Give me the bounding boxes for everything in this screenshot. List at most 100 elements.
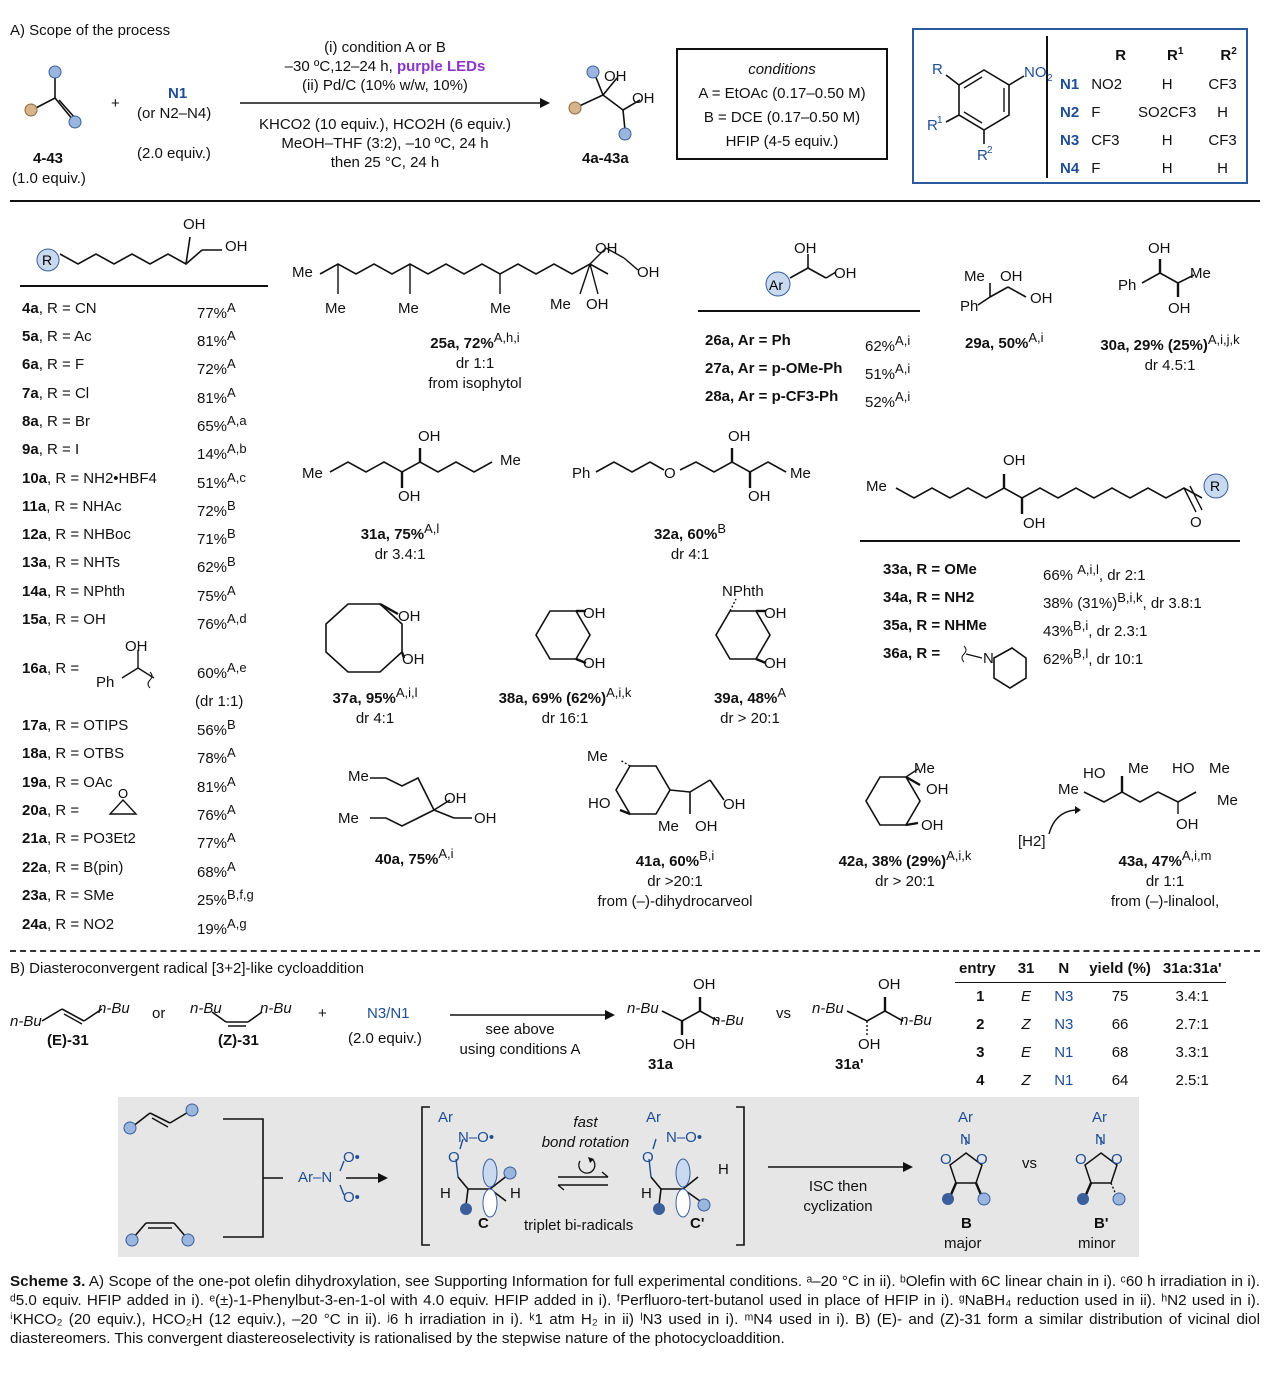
entry-cell: Z	[1021, 1015, 1031, 1033]
e31-nbu-1: n-Bu	[10, 1013, 42, 1030]
entry-cell: 1	[976, 987, 985, 1005]
compound-30a-structure	[1141, 259, 1195, 297]
series-separator: ,	[47, 916, 56, 933]
reagent-n3-n1: N3/N1	[367, 1005, 410, 1022]
mech-c-label: C	[478, 1215, 489, 1232]
entry-cell: E	[1021, 1043, 1032, 1061]
condition-hfip: HFIP (4-5 equiv.)	[725, 133, 839, 150]
series-entry-label: R = OTBS	[55, 745, 125, 762]
series-entry-id: 23a	[22, 887, 48, 904]
series-entry-label: R = Br	[47, 413, 90, 430]
compound-33a-dr: , dr 2:1	[1098, 567, 1146, 584]
series-entry-yield: 81%A	[197, 328, 236, 350]
aryl-diol-structure: Ar	[765, 254, 837, 297]
entry-cell: N3	[1054, 987, 1074, 1005]
mech-cp-ar: Ar	[646, 1109, 661, 1126]
series-entry-label: R = Cl	[47, 385, 90, 402]
series-yield-sup: A	[227, 802, 236, 817]
nitro-row: N3 CF3 H CF3	[1054, 126, 1243, 154]
mech-c-ar: Ar	[438, 1109, 453, 1126]
entry-row: 1 E N3 75 3.4:1	[955, 982, 1226, 1010]
nitro-cell: H	[1161, 75, 1173, 93]
series-entry-id: 18a	[22, 745, 48, 762]
isc-line-2: cyclization	[803, 1198, 873, 1215]
series-yield-value: 81%	[197, 779, 228, 796]
compound-26a-yield: 62%	[865, 338, 896, 355]
series-separator: ,	[47, 717, 56, 734]
series-entry-yield: 71%B	[197, 526, 236, 548]
condition-line-2: –30 ºC,12–24 h, purple LEDs	[284, 58, 486, 75]
series-yield-value: 78%	[197, 750, 228, 767]
compound-38a-oh-2: OH	[583, 655, 606, 672]
condition-b: B = DCE (0.17–0.50 M)	[703, 109, 861, 126]
triplet-biradicals	[421, 1106, 745, 1246]
p31ap-nbu-1: n-Bu	[812, 1000, 844, 1017]
p31a-oh-2: OH	[673, 1036, 696, 1053]
mech-o-2: O•	[343, 1189, 360, 1206]
b-ar: Ar	[958, 1109, 973, 1126]
piperidine-n: N	[983, 650, 994, 667]
series-entry-id: 7a	[22, 385, 39, 402]
nitro-cell: F	[1091, 159, 1101, 177]
series-yield-sup: A	[227, 300, 236, 315]
series-separator: ,	[38, 441, 48, 458]
series-separator: ,	[47, 774, 56, 791]
product-31ap-structure	[846, 997, 904, 1035]
condition-line-4: KHCO2 (10 equiv.), HCO2H (6 equiv.)	[258, 116, 512, 133]
compound-40a-oh-2: OH	[474, 810, 497, 827]
nitro-cell: N3	[1060, 131, 1080, 149]
compound-33a-label: 33a, R = OMe	[883, 561, 977, 578]
conditions-box: conditions A = EtOAc (0.17–0.50 M) B = D…	[676, 48, 888, 160]
compound-32a-label: 32a, 60%	[653, 526, 718, 543]
nitro-header: R1	[1167, 46, 1184, 64]
series-yield-sup: B,f,g	[227, 887, 254, 902]
nitro-header: R2	[1220, 46, 1237, 64]
b-vs: vs	[1022, 1155, 1037, 1172]
mech-c-h-1: H	[440, 1185, 451, 1202]
compound-38a-structure	[535, 609, 591, 665]
compound-33-oh-2: OH	[1023, 515, 1046, 532]
series-entry-yield: 68%A	[197, 859, 236, 881]
series-yield-value: 25%	[197, 892, 228, 909]
bond-rotation-text: bond rotation	[541, 1134, 630, 1151]
chain-oh-2: OH	[225, 238, 248, 255]
mech-cp-h-1: H	[641, 1185, 652, 1202]
compound-32a-structure	[595, 448, 787, 488]
compound-38a-oh-1: OH	[583, 605, 606, 622]
series-entry-yield: 56%B	[197, 717, 236, 739]
compound-30a-dr: dr 4.5:1	[1144, 357, 1196, 374]
series-entry-label: R = Ac	[47, 328, 92, 345]
compound-31a-oh-1: OH	[418, 428, 441, 445]
c33-divider	[860, 540, 1240, 542]
series-yield-sup: A	[227, 356, 236, 371]
series-entry-label: R = NHTs	[55, 554, 120, 571]
compound-36a-label: 36a, R =	[883, 645, 941, 662]
entry-cell: 3	[976, 1043, 985, 1061]
series-entry-yield: 60%A,e	[197, 660, 247, 682]
p31a-nbu-1: n-Bu	[627, 1000, 659, 1017]
mechanism-olefins	[123, 1103, 388, 1247]
compound-42a-oh-2: OH	[921, 817, 944, 834]
linear-series-row: 20a, R =76%A	[22, 802, 236, 824]
bp-label: B'	[1094, 1215, 1109, 1232]
series-entry-label: R =	[55, 660, 80, 677]
caption-label: Scheme 3.	[10, 1273, 86, 1290]
compound-33-me: Me	[866, 478, 887, 495]
mech-cp-label: C'	[690, 1215, 705, 1232]
e31-nbu-2: n-Bu	[98, 1000, 130, 1017]
series-entry-id: 4a	[22, 300, 39, 317]
series-yield-value: 14%	[197, 446, 228, 463]
series-yield-value: 72%	[197, 361, 228, 378]
compound-33-36-structure: R	[895, 473, 1229, 514]
compound-40a-sup: A,i	[438, 846, 454, 861]
mech-o-1: O•	[343, 1149, 360, 1166]
nitro-cell: CF3	[1208, 131, 1237, 149]
series-entry-id: 8a	[22, 413, 39, 430]
entry16-dr: (dr 1:1)	[195, 693, 244, 710]
b-o-2: O	[976, 1151, 988, 1168]
compound-31a-label: 31a, 75%	[360, 526, 425, 543]
series-entry-label: R = OAc	[55, 774, 113, 791]
